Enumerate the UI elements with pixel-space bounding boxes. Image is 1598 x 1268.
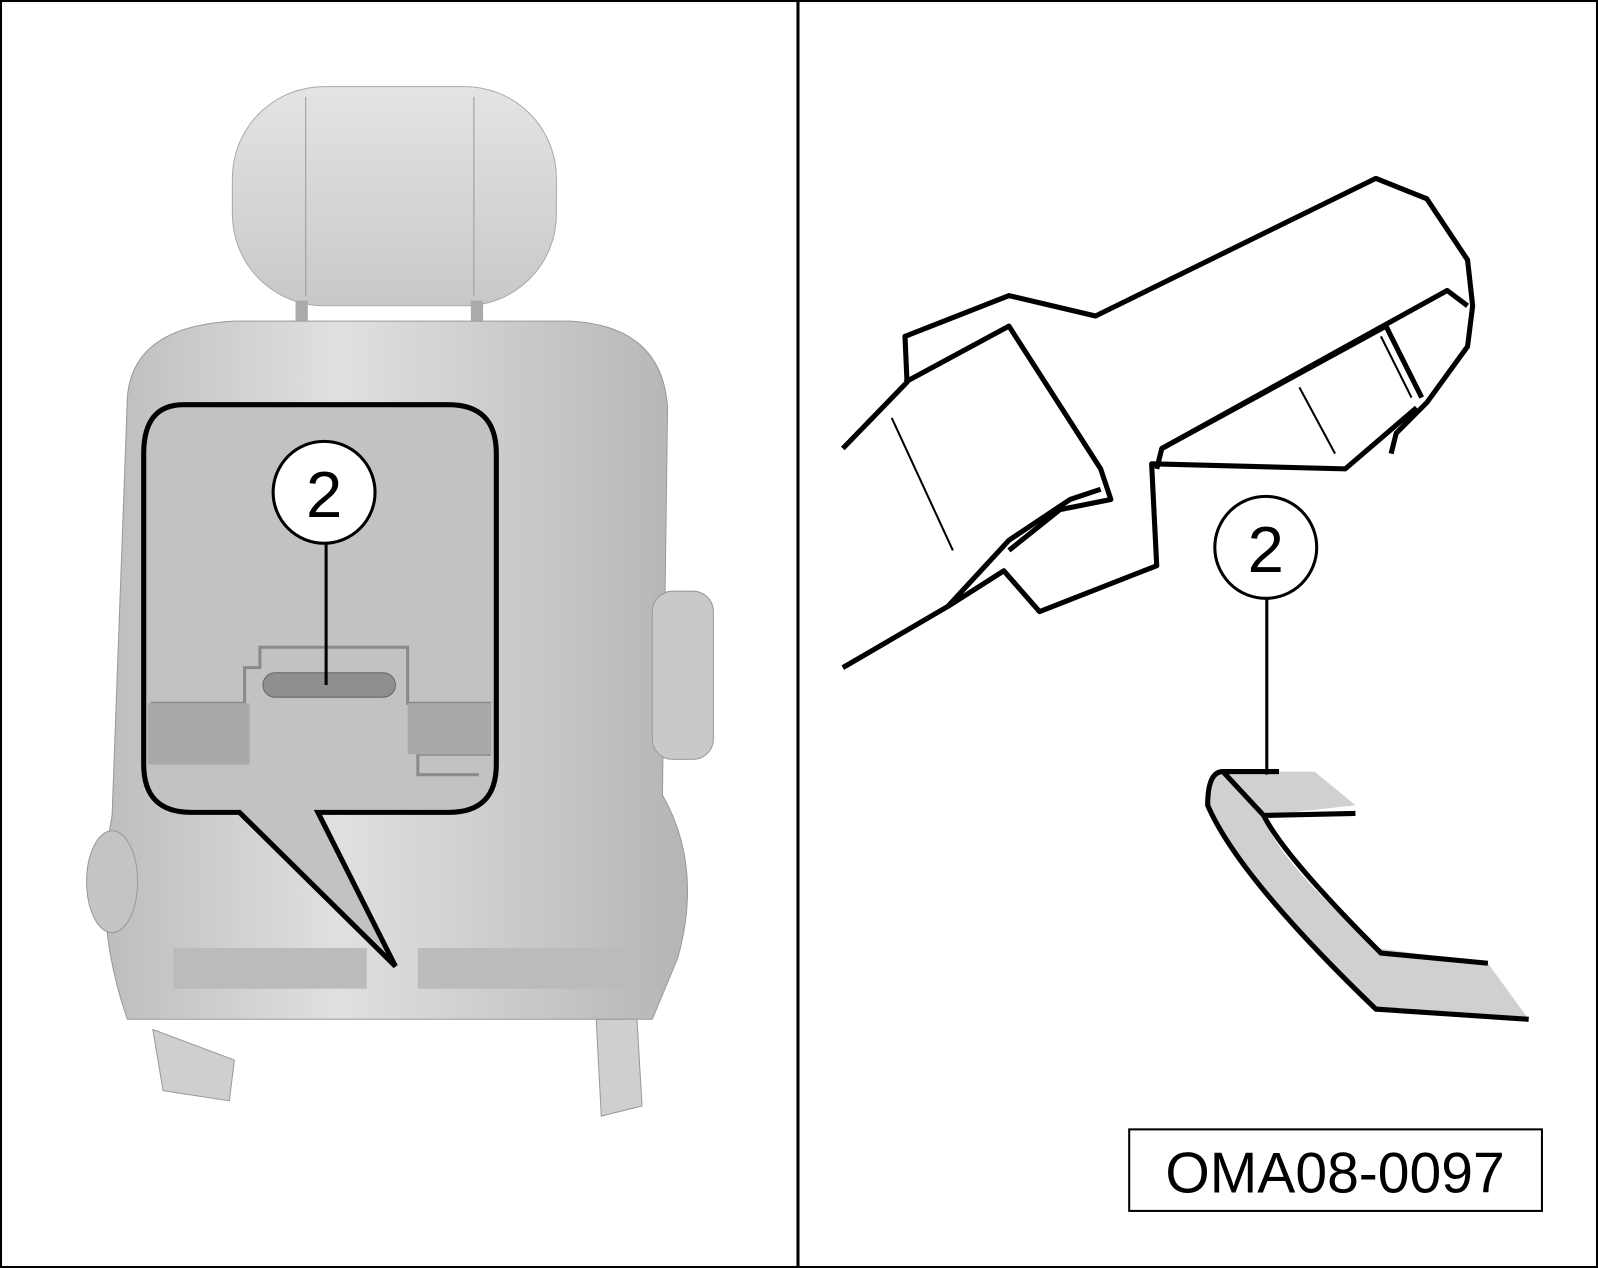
seat-illustration: 2 [86, 86, 714, 1117]
belt-hook-illustration [840, 175, 1476, 670]
left-callout-number: 2 [306, 458, 342, 531]
figure-code-box [1128, 1128, 1543, 1212]
callout-number-circle [271, 439, 377, 545]
right-callout-number: 2 [1248, 513, 1284, 586]
figure-code: OMA08-0097 [1165, 1142, 1504, 1206]
buckle-slot-detail: 2 [1205, 494, 1529, 1022]
